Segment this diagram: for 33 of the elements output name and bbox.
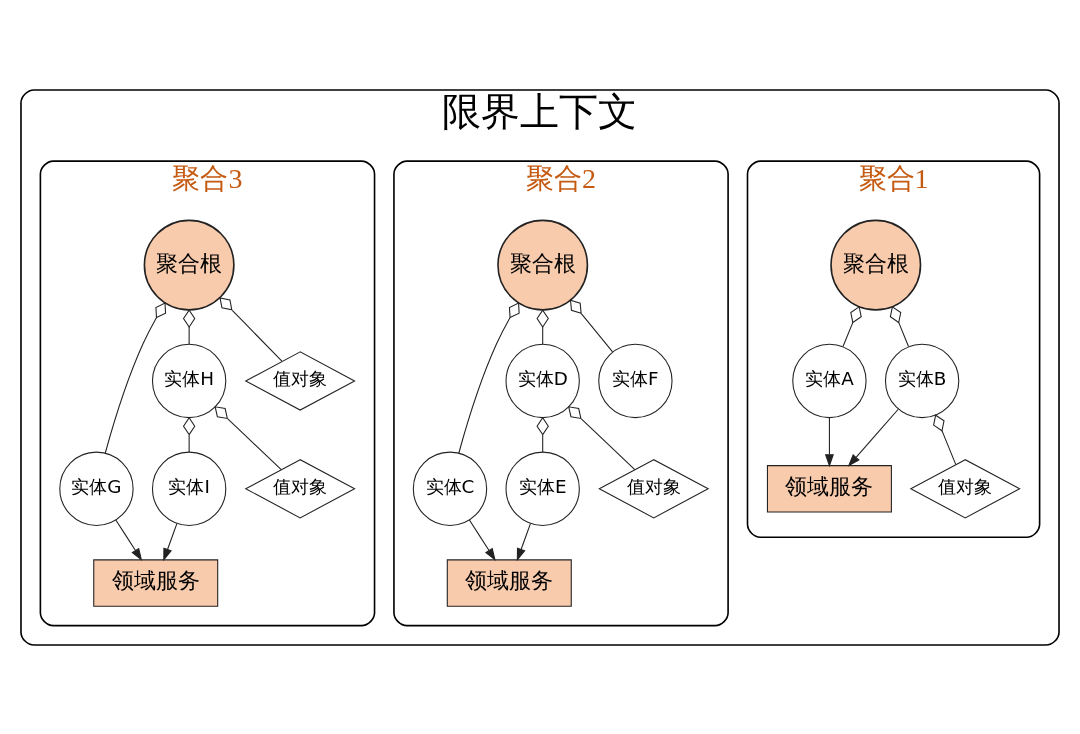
node-circle: 实体F	[598, 343, 673, 418]
arrow	[847, 408, 899, 467]
node-diamond: 值对象	[598, 458, 710, 518]
node-circle: 聚合根	[497, 219, 589, 311]
connector	[104, 301, 167, 454]
node-diamond: 值对象	[244, 458, 356, 518]
node-diamond: 值对象	[909, 458, 1021, 518]
connector	[568, 405, 636, 470]
node-circle: 实体A	[792, 343, 867, 418]
connector	[214, 405, 282, 470]
node-circle: 实体C	[412, 451, 488, 526]
arrow	[824, 416, 834, 467]
connector	[182, 308, 196, 345]
arrow	[115, 519, 143, 561]
connector	[458, 301, 520, 454]
arrow	[468, 519, 496, 561]
connector	[569, 299, 614, 352]
node-circle: 实体I	[151, 451, 227, 526]
node-box: 领域服务	[766, 464, 892, 512]
node-circle: 聚合根	[830, 219, 922, 311]
connector	[182, 416, 196, 452]
node-circle: 实体B	[884, 343, 960, 418]
node-box: 领域服务	[446, 558, 572, 607]
node-diamond: 值对象	[244, 350, 356, 411]
arrow	[163, 522, 178, 561]
node-circle: 实体E	[505, 451, 580, 526]
connector	[842, 305, 862, 347]
arrow	[516, 522, 531, 561]
connector	[889, 305, 910, 347]
node-circle: 实体G	[59, 451, 134, 526]
connector	[933, 413, 957, 465]
connector	[219, 296, 283, 362]
node-box: 领域服务	[93, 558, 219, 607]
